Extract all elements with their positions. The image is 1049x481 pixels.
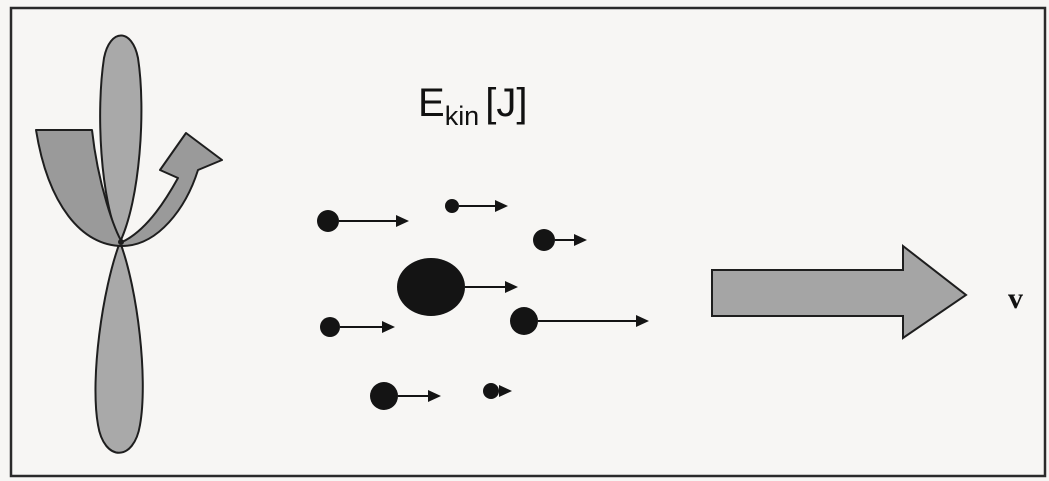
upper-blade [99,34,143,245]
frame-border [9,6,1047,478]
rotor-hub [118,239,124,245]
energy-title: Ekin[J] [418,81,527,131]
lower-blade [94,239,144,454]
title-main: E [418,81,445,125]
particle [483,383,512,399]
particle [317,210,409,232]
turbine-rotor-icon [35,34,223,454]
title-subscript: kin [445,101,480,131]
particle [533,229,587,251]
title-unit: [J] [485,81,527,125]
particle [445,199,508,213]
velocity-label: v [1008,282,1023,315]
particle [370,382,441,410]
velocity-block-arrow-icon [711,243,968,340]
particle [510,307,649,335]
particle [320,317,395,337]
particle-large [397,258,518,316]
curved-rotation-arrow-icon [35,129,223,247]
particles [317,199,649,410]
